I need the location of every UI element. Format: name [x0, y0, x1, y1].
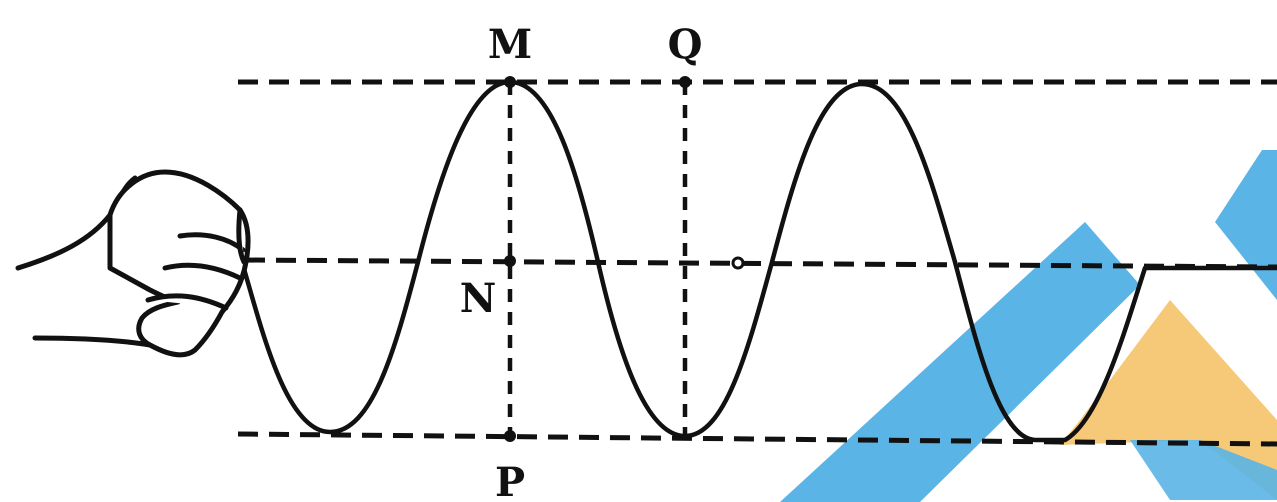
point-n-dot [504, 255, 516, 267]
middle-dashed-line [244, 257, 1277, 270]
label-n: N [460, 275, 497, 322]
bottom-dashed-line [237, 431, 1277, 447]
label-q: Q [668, 21, 703, 68]
watermark-blue-stroke [780, 222, 1140, 502]
watermark-logo [780, 150, 1277, 502]
label-p: P [495, 459, 525, 502]
watermark-blue-corner [1215, 150, 1277, 300]
label-m: M [488, 21, 532, 68]
point-p-dot [504, 430, 516, 442]
hand-icon [15, 169, 251, 358]
rope-node-marker [731, 256, 745, 270]
rope-wave [239, 79, 1277, 443]
point-m-dot [504, 76, 516, 88]
watermark-blue-bottom [1130, 440, 1277, 500]
point-q-dot [679, 76, 691, 88]
